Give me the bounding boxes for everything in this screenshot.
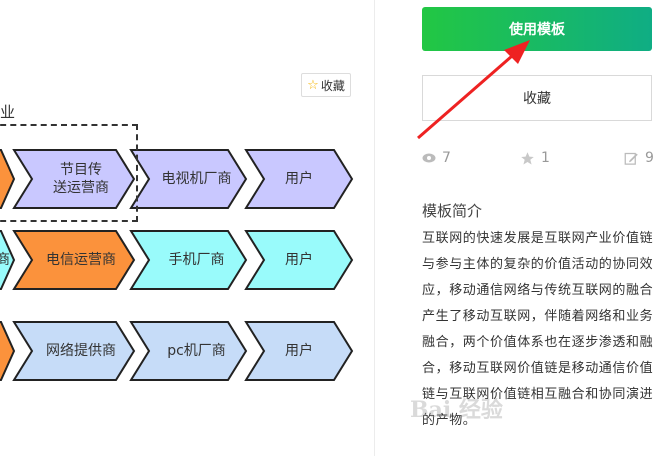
use-template-button[interactable]: 使用模板 xyxy=(422,7,652,51)
star-icon xyxy=(521,151,534,164)
chevron-pc-maker[interactable] xyxy=(129,321,248,381)
stat-edits: 9 xyxy=(624,150,654,166)
diagram-canvas[interactable]: 业 ☆ 收藏 节目传 送运营商 电视机厂商 用户 商 电信运营商 手机厂商 用户… xyxy=(0,0,374,456)
chevron-program-transmitter[interactable] xyxy=(12,149,136,209)
chevron-partial-3[interactable] xyxy=(0,321,16,381)
selection-dashed-box xyxy=(0,124,138,222)
chevron-user-1[interactable] xyxy=(244,149,354,209)
chevron-telecom-operator[interactable] xyxy=(12,230,136,290)
watermark-logo: Bai 经验 xyxy=(410,397,503,423)
chevron-operator-1[interactable] xyxy=(0,149,16,209)
value-chain-row-1 xyxy=(0,149,354,209)
chevron-tv-maker[interactable] xyxy=(129,149,248,209)
template-stats: 7 1 9 xyxy=(422,150,661,170)
canvas-collect-button[interactable]: ☆ 收藏 xyxy=(301,73,351,97)
stat-views: 7 xyxy=(422,150,451,166)
value-chain-row-2 xyxy=(0,230,354,290)
eye-icon xyxy=(422,153,436,163)
panel-divider xyxy=(374,0,375,456)
edit-icon xyxy=(624,152,638,165)
chevron-user-2[interactable] xyxy=(244,230,354,290)
chevron-network-provider[interactable] xyxy=(12,321,136,381)
stat-stars: 1 xyxy=(520,150,550,166)
chevron-user-3[interactable] xyxy=(244,321,354,381)
star-outline-icon: ☆ xyxy=(307,77,319,93)
canvas-collect-label: 收藏 xyxy=(320,78,345,93)
chevron-phone-maker[interactable] xyxy=(129,230,248,290)
intro-title: 模板简介 xyxy=(422,202,483,220)
template-sidebar: 使用模板 收藏 7 1 9 模板简介 互联网的快速发展是互联网产业价值链与参与主… xyxy=(375,0,661,456)
edits-count: 9 xyxy=(645,150,654,166)
intro-text: 互联网的快速发展是互联网产业价值链与参与主体的复杂的价值活动的协同效应，移动通信… xyxy=(422,231,654,428)
chevron-partial-2[interactable] xyxy=(0,230,16,290)
views-count: 7 xyxy=(442,150,451,166)
diagram-heading-fragment: 业 xyxy=(0,103,16,121)
stars-count: 1 xyxy=(541,150,550,166)
value-chain-row-3 xyxy=(0,321,354,381)
collect-button[interactable]: 收藏 xyxy=(422,75,652,121)
